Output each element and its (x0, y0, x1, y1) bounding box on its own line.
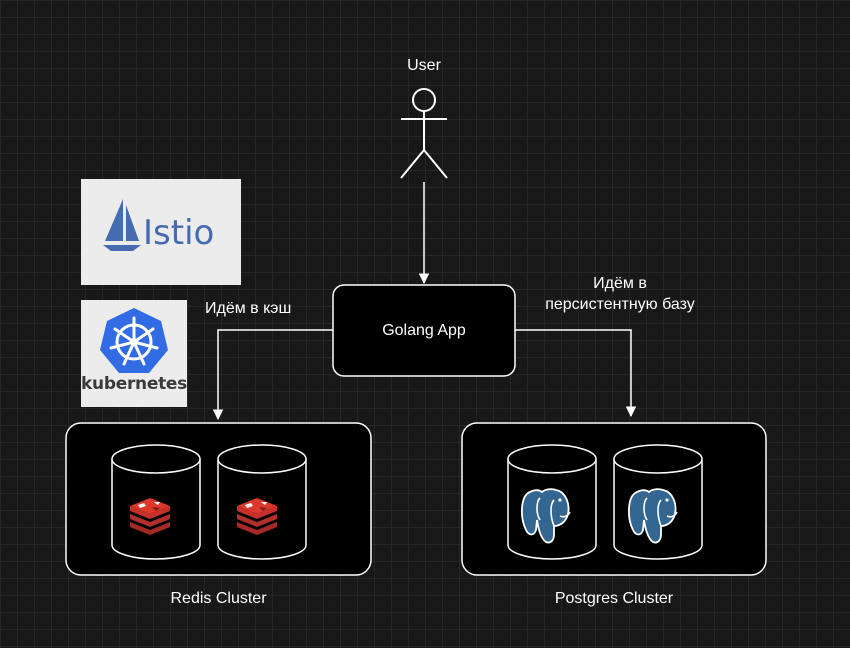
redis-cluster-label: Redis Cluster (170, 590, 267, 607)
app-to-postgres-arrow (515, 329, 637, 418)
postgres-node-2[interactable] (613, 444, 703, 560)
postgres-node-1[interactable] (507, 444, 597, 560)
istio-logo-text: Istio (143, 213, 215, 253)
user-actor-icon (400, 88, 448, 179)
istio-sail-icon (103, 199, 141, 251)
istio-logo: Istio (81, 179, 241, 285)
kubernetes-helm-icon (100, 308, 168, 373)
postgres-cluster-label: Postgres Cluster (554, 590, 674, 607)
app-to-redis-arrow (212, 329, 333, 421)
golang-app-label: Golang App (382, 322, 466, 339)
kubernetes-logo-text: kubernetes (81, 374, 187, 394)
redis-node-2[interactable] (217, 444, 307, 560)
db-edge-label-line2: персистентную базу (545, 296, 695, 313)
db-edge-label-line1: Идём в (593, 275, 647, 292)
kubernetes-logo: kubernetes (81, 300, 187, 407)
cache-edge-label: Идём в кэш (205, 300, 292, 317)
user-label: User (407, 57, 441, 74)
redis-node-1[interactable] (111, 444, 201, 560)
